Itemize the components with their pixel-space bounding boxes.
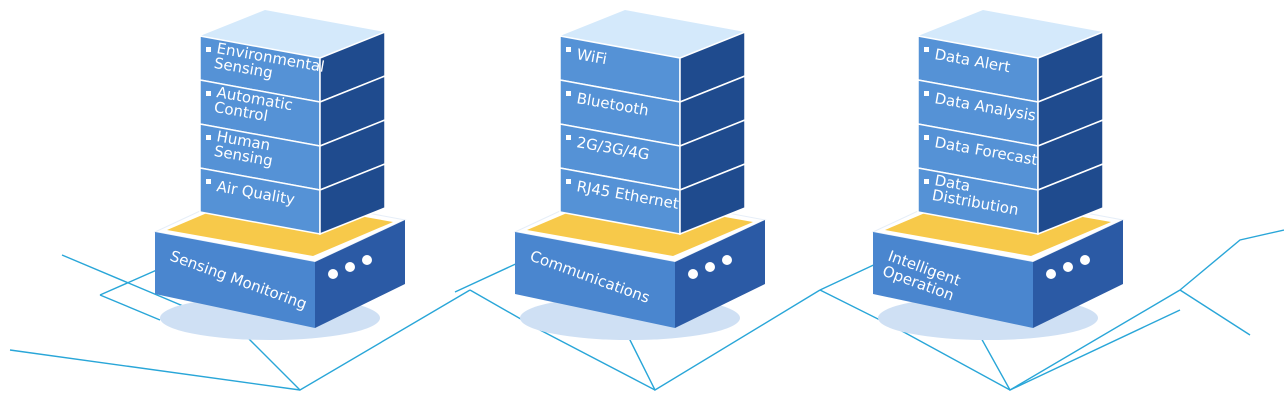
slab-side — [679, 162, 746, 236]
slab-bullet — [924, 91, 929, 96]
tower: Sensing MonitoringEnvironmentalSensingAu… — [153, 10, 407, 340]
base-side — [315, 220, 405, 328]
slab-label-line: WiFi — [575, 45, 608, 68]
slab-bullet — [924, 47, 929, 52]
indicator-dot — [705, 262, 715, 272]
slab-bullet — [566, 91, 571, 96]
network-line — [1009, 309, 1181, 391]
slab: DataDistribution — [917, 162, 1104, 236]
network-line — [9, 349, 301, 391]
slab: Data Analysis — [917, 74, 1104, 148]
network-line — [61, 254, 471, 391]
base-side — [675, 220, 765, 328]
base-front — [515, 232, 675, 328]
slab-bullet — [566, 47, 571, 52]
slab-side — [1037, 162, 1104, 236]
network-line — [1179, 289, 1251, 336]
slab-label: WiFi — [575, 45, 608, 68]
slab-bullet — [206, 91, 211, 96]
slab-bullet — [566, 179, 571, 184]
stack-top — [560, 10, 745, 58]
slab-bullet — [206, 47, 211, 52]
indicator-dot — [362, 255, 372, 265]
indicator-dot — [1046, 269, 1056, 279]
slab-bullet — [924, 179, 929, 184]
slab-side — [319, 162, 386, 236]
slab-bullet — [206, 135, 211, 140]
indicator-dot — [722, 255, 732, 265]
base-side — [1033, 220, 1123, 328]
slab-bullet — [206, 179, 211, 184]
network-line — [99, 294, 161, 321]
indicator-dot — [1080, 255, 1090, 265]
indicator-dot — [328, 269, 338, 279]
slab-bullet — [924, 135, 929, 140]
slab-bullet — [566, 135, 571, 140]
slab: 2G/3G/4G — [559, 118, 746, 192]
slab-stack: EnvironmentalSensingAutomaticControlHuma… — [199, 10, 386, 236]
network-line — [1179, 229, 1284, 291]
base-front — [155, 232, 315, 328]
stack-top — [918, 10, 1103, 58]
stack-top — [200, 10, 385, 58]
slab: Air Quality — [199, 162, 386, 236]
slab-label-line: Data — [933, 171, 971, 195]
indicator-dot — [1063, 262, 1073, 272]
tower: CommunicationsWiFiBluetooth2G/3G/4GRJ45 … — [513, 10, 767, 340]
indicator-dot — [688, 269, 698, 279]
indicator-dot — [345, 262, 355, 272]
slab: RJ45 Ethernet — [559, 162, 746, 236]
base-front — [873, 232, 1033, 328]
